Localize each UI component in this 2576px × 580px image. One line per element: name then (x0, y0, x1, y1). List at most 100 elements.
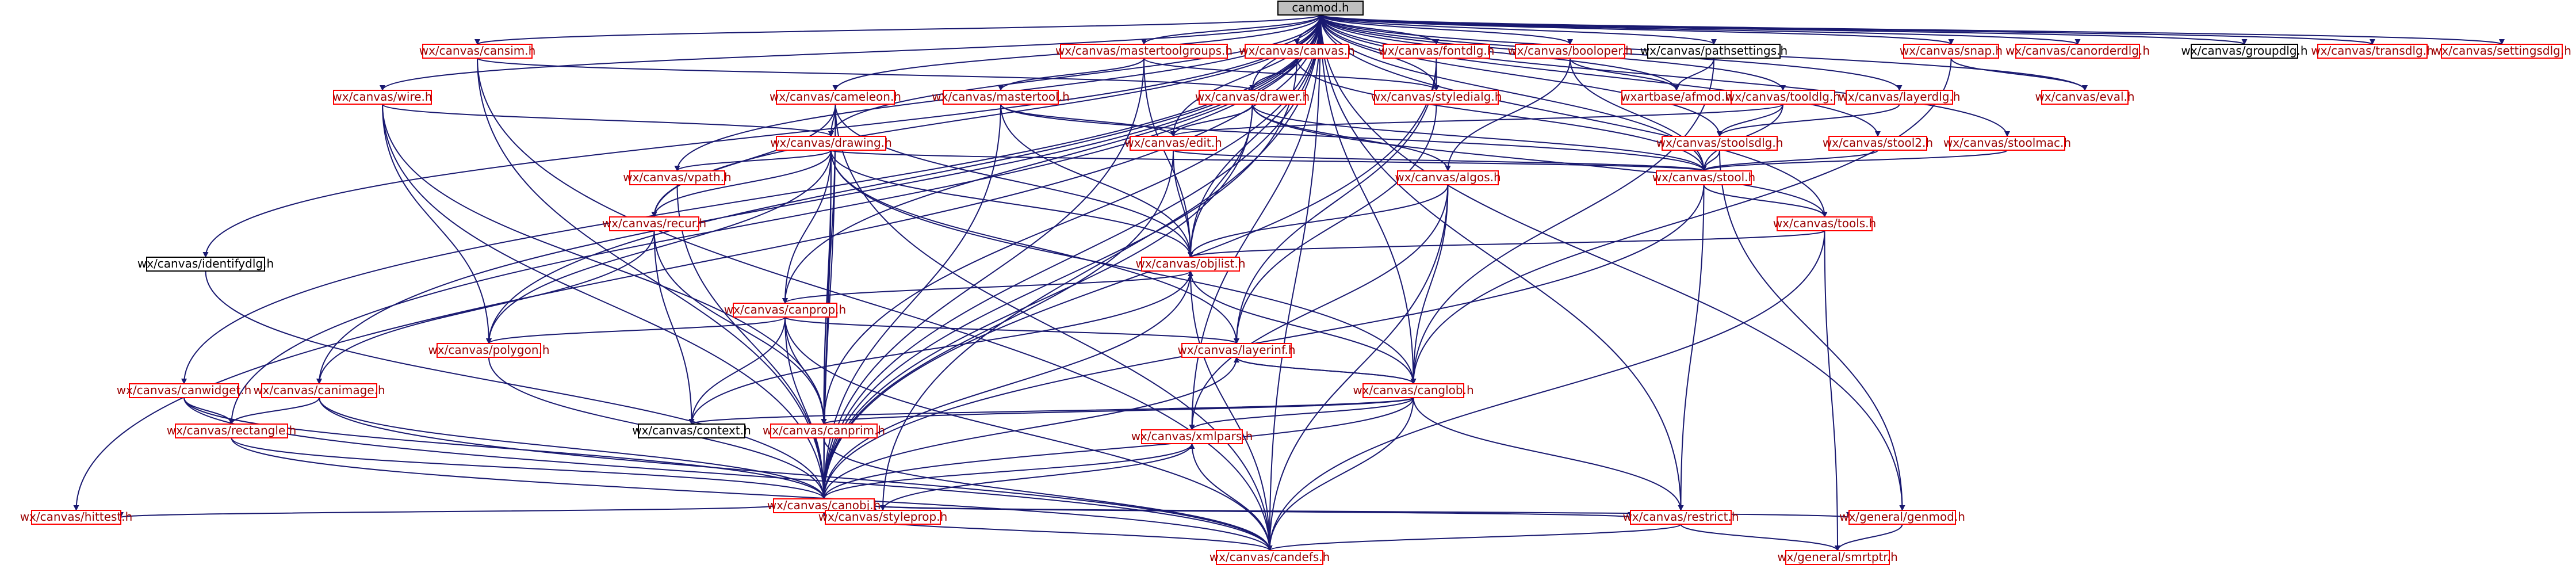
node-label: wx/canvas/stool2.h (1823, 136, 1933, 150)
node-pathsettings[interactable]: wx/canvas/pathsettings.h (1640, 44, 1787, 59)
dependency-edge (1143, 58, 1440, 91)
dependency-edge (1410, 184, 1449, 384)
dependency-edge (782, 14, 1321, 304)
node-styledialg[interactable]: wx/canvas/styledialg.h (1371, 90, 1502, 105)
dependency-edge (828, 14, 1321, 137)
node-xmlpars[interactable]: wx/canvas/xmlpars.h (1131, 429, 1253, 444)
node-canprim[interactable]: wx/canvas/canprim.h (763, 423, 885, 438)
node-restrict[interactable]: wx/canvas/restrict.h (1622, 510, 1739, 525)
node-layerdlg[interactable]: wx/canvas/layerdlg.h (1839, 90, 1961, 105)
node-context[interactable]: wx/canvas/context.h (632, 423, 751, 438)
dependency-edge (228, 397, 320, 425)
dependency-edge (1234, 357, 1414, 384)
dependency-edge (1717, 104, 1783, 137)
node-eval[interactable]: wx/canvas/eval.h (2035, 90, 2135, 105)
node-algos[interactable]: wx/canvas/algos.h (1395, 170, 1501, 185)
node-smrtptr[interactable]: wx/general/smrtptr.h (1777, 550, 1898, 565)
node-canobj[interactable]: wx/canvas/canobj.h (767, 498, 881, 513)
node-canimage[interactable]: wx/canvas/canimage.h (253, 383, 385, 398)
node-canorderdlg[interactable]: wx/canvas/canorderdlg.h (2005, 44, 2150, 59)
dependency-edge (477, 58, 1256, 91)
dependency-edge (316, 14, 1321, 384)
node-label: wx/canvas/canorderdlg.h (2005, 44, 2150, 58)
node-cameleon[interactable]: wx/canvas/cameleon.h (770, 90, 901, 105)
dependency-edge (1266, 14, 1321, 551)
dependency-edge (784, 316, 1239, 344)
dependency-edge (1835, 524, 1903, 551)
dependency-edge (1950, 58, 2088, 91)
dependency-edge (835, 104, 1273, 551)
node-transdlg[interactable]: wx/canvas/transdlg.h (2311, 44, 2434, 59)
node-root[interactable]: canmod.h (1277, 1, 1364, 16)
dependency-edge (380, 14, 1321, 91)
dependency-edge (477, 58, 1273, 551)
dependency-edge (653, 230, 827, 425)
node-label: wx/canvas/algos.h (1395, 170, 1501, 184)
node-label: wx/canvas/canprop.h (724, 303, 846, 316)
dependency-edge (821, 443, 1193, 499)
dependency-edge (1320, 14, 2505, 45)
dependency-edge (784, 316, 827, 425)
node-drawing[interactable]: wx/canvas/drawing.h (770, 136, 892, 151)
dependency-edge (231, 437, 1273, 551)
node-candefs[interactable]: wx/canvas/candefs.h (1209, 550, 1330, 565)
node-boolope[interactable]: wx/canvas/booloper.h (1507, 44, 1633, 59)
node-mastertool[interactable]: wx/canvas/mastertool.h (932, 90, 1070, 105)
dependency-edge (1189, 397, 1414, 430)
node-genmod[interactable]: wx/general/genmod.h (1839, 510, 1965, 525)
node-tools[interactable]: wx/canvas/tools.h (1773, 216, 1876, 231)
node-label: wx/canvas/canvas.h (1239, 44, 1355, 58)
node-label: wx/canvas/mastertool.h (932, 90, 1070, 104)
node-wire[interactable]: wx/canvas/wire.h (332, 90, 432, 105)
dependency-edge (319, 397, 1273, 551)
node-styleprop[interactable]: wx/canvas/styleprop.h (818, 510, 948, 525)
node-mastertoolgroups[interactable]: wx/canvas/mastertoolgroups.h (1055, 44, 1233, 59)
node-label: wx/general/smrtptr.h (1777, 550, 1898, 564)
node-label: wx/canvas/drawing.h (770, 136, 892, 150)
node-recur[interactable]: wx/canvas/recur.h (602, 216, 706, 231)
node-groupdlg[interactable]: wx/canvas/groupdlg.h (2181, 44, 2308, 59)
node-label: wx/canvas/cameleon.h (770, 90, 901, 104)
node-drawer[interactable]: wx/canvas/drawer.h (1195, 90, 1310, 105)
node-label: wx/canvas/drawer.h (1195, 90, 1310, 104)
dependency-edge (1266, 397, 1414, 551)
dependency-edge (486, 14, 1321, 344)
node-canprop[interactable]: wx/canvas/canprop.h (724, 303, 846, 318)
node-layer: canmod.h wx/canvas/cansim.h wx/canvas/mast… (20, 1, 2571, 565)
dependency-edge (874, 505, 1851, 518)
dependency-edge (782, 270, 1191, 304)
dependency-edge (821, 58, 1437, 499)
node-tooldlg[interactable]: wx/canvas/tooldlg.h (1725, 90, 1840, 105)
node-canvas_h[interactable]: wx/canvas/canvas.h (1239, 44, 1355, 59)
node-label: wx/canvas/layerinf.h (1177, 343, 1295, 357)
dependency-edge (1251, 104, 1707, 171)
node-stoolsdlg[interactable]: wx/canvas/stoolsdlg.h (1656, 136, 1783, 151)
node-edit[interactable]: wx/canvas/edit.h (1124, 136, 1222, 151)
node-snap[interactable]: wx/canvas/snap.h (1900, 44, 2003, 59)
dependency-edge (1701, 150, 2008, 171)
node-polygon[interactable]: wx/canvas/polygon.h (428, 343, 550, 358)
node-stool2[interactable]: wx/canvas/stool2.h (1823, 136, 1933, 151)
node-stool[interactable]: wx/canvas/stool.h (1652, 170, 1755, 185)
node-settingsdlg[interactable]: wx/canvas/settingsdlg.h (2432, 44, 2571, 59)
node-canglob[interactable]: wx/canvas/canglob.h (1353, 383, 1474, 398)
node-cansim[interactable]: wx/canvas/cansim.h (419, 44, 536, 59)
node-layerinf[interactable]: wx/canvas/layerinf.h (1177, 343, 1296, 358)
node-vpath[interactable]: wx/canvas/vpath.h (623, 170, 732, 185)
node-rectangle[interactable]: wx/canvas/rectangle.h (167, 423, 297, 438)
node-identifydlg[interactable]: wx/canvas/identifydlg.h (137, 257, 274, 272)
node-objlist[interactable]: wx/canvas/objlist.h (1135, 257, 1246, 272)
node-label: wx/canvas/xmlpars.h (1131, 429, 1253, 443)
node-label: wx/canvas/styleprop.h (818, 510, 948, 524)
node-label: wx/canvas/eval.h (2035, 90, 2134, 104)
dependency-edge (782, 150, 832, 304)
node-label: wx/canvas/mastertoolgroups.h (1055, 44, 1233, 58)
dependency-edge (382, 104, 834, 137)
node-stoolmac[interactable]: wx/canvas/stoolmac.h (1943, 136, 2071, 151)
dependency-edge (228, 14, 1321, 425)
node-hittest[interactable]: wx/canvas/hittest.h (20, 510, 133, 525)
node-canwidget[interactable]: wx/canvas/canwidget.h (117, 383, 252, 398)
node-afmod[interactable]: wxartbase/afmod.h (1621, 90, 1732, 105)
node-fontdlg[interactable]: wx/canvas/fontdlg.h (1379, 44, 1495, 59)
